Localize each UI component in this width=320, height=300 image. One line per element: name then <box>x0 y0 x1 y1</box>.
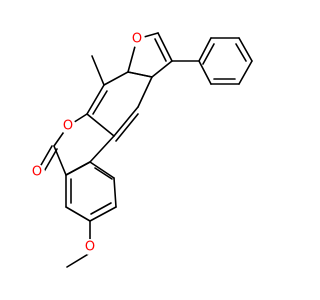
bond <box>198 60 212 85</box>
bond <box>154 38 167 62</box>
bond <box>86 113 115 137</box>
bond <box>157 32 173 62</box>
bond <box>89 206 117 222</box>
bond <box>92 90 108 115</box>
bond <box>65 206 91 222</box>
bond <box>86 84 105 115</box>
bond <box>198 37 212 62</box>
bond <box>65 161 91 176</box>
bond <box>115 113 139 142</box>
carbonyl-oxygen-label: O <box>32 165 42 180</box>
bond <box>90 202 112 215</box>
bond <box>91 55 105 86</box>
lactone-ring-oxygen-label: O <box>63 119 73 134</box>
bond <box>151 60 173 78</box>
bond <box>238 37 253 62</box>
bond <box>127 71 153 78</box>
methoxy-oxygen-label: O <box>85 240 95 255</box>
bond <box>89 135 115 163</box>
bond <box>202 43 215 65</box>
bond <box>66 252 91 268</box>
bond <box>89 161 115 179</box>
furan-oxygen-label: O <box>132 32 142 47</box>
molecule-structure-diagram: O O O O <box>29 31 253 268</box>
bond <box>103 71 129 86</box>
bond <box>113 106 139 137</box>
bond <box>238 60 253 85</box>
bond <box>113 177 117 208</box>
bond <box>235 43 247 62</box>
bond-network <box>36 32 253 268</box>
bond <box>94 167 113 180</box>
atom-labels: O O O O <box>29 31 145 255</box>
bond <box>137 76 153 108</box>
